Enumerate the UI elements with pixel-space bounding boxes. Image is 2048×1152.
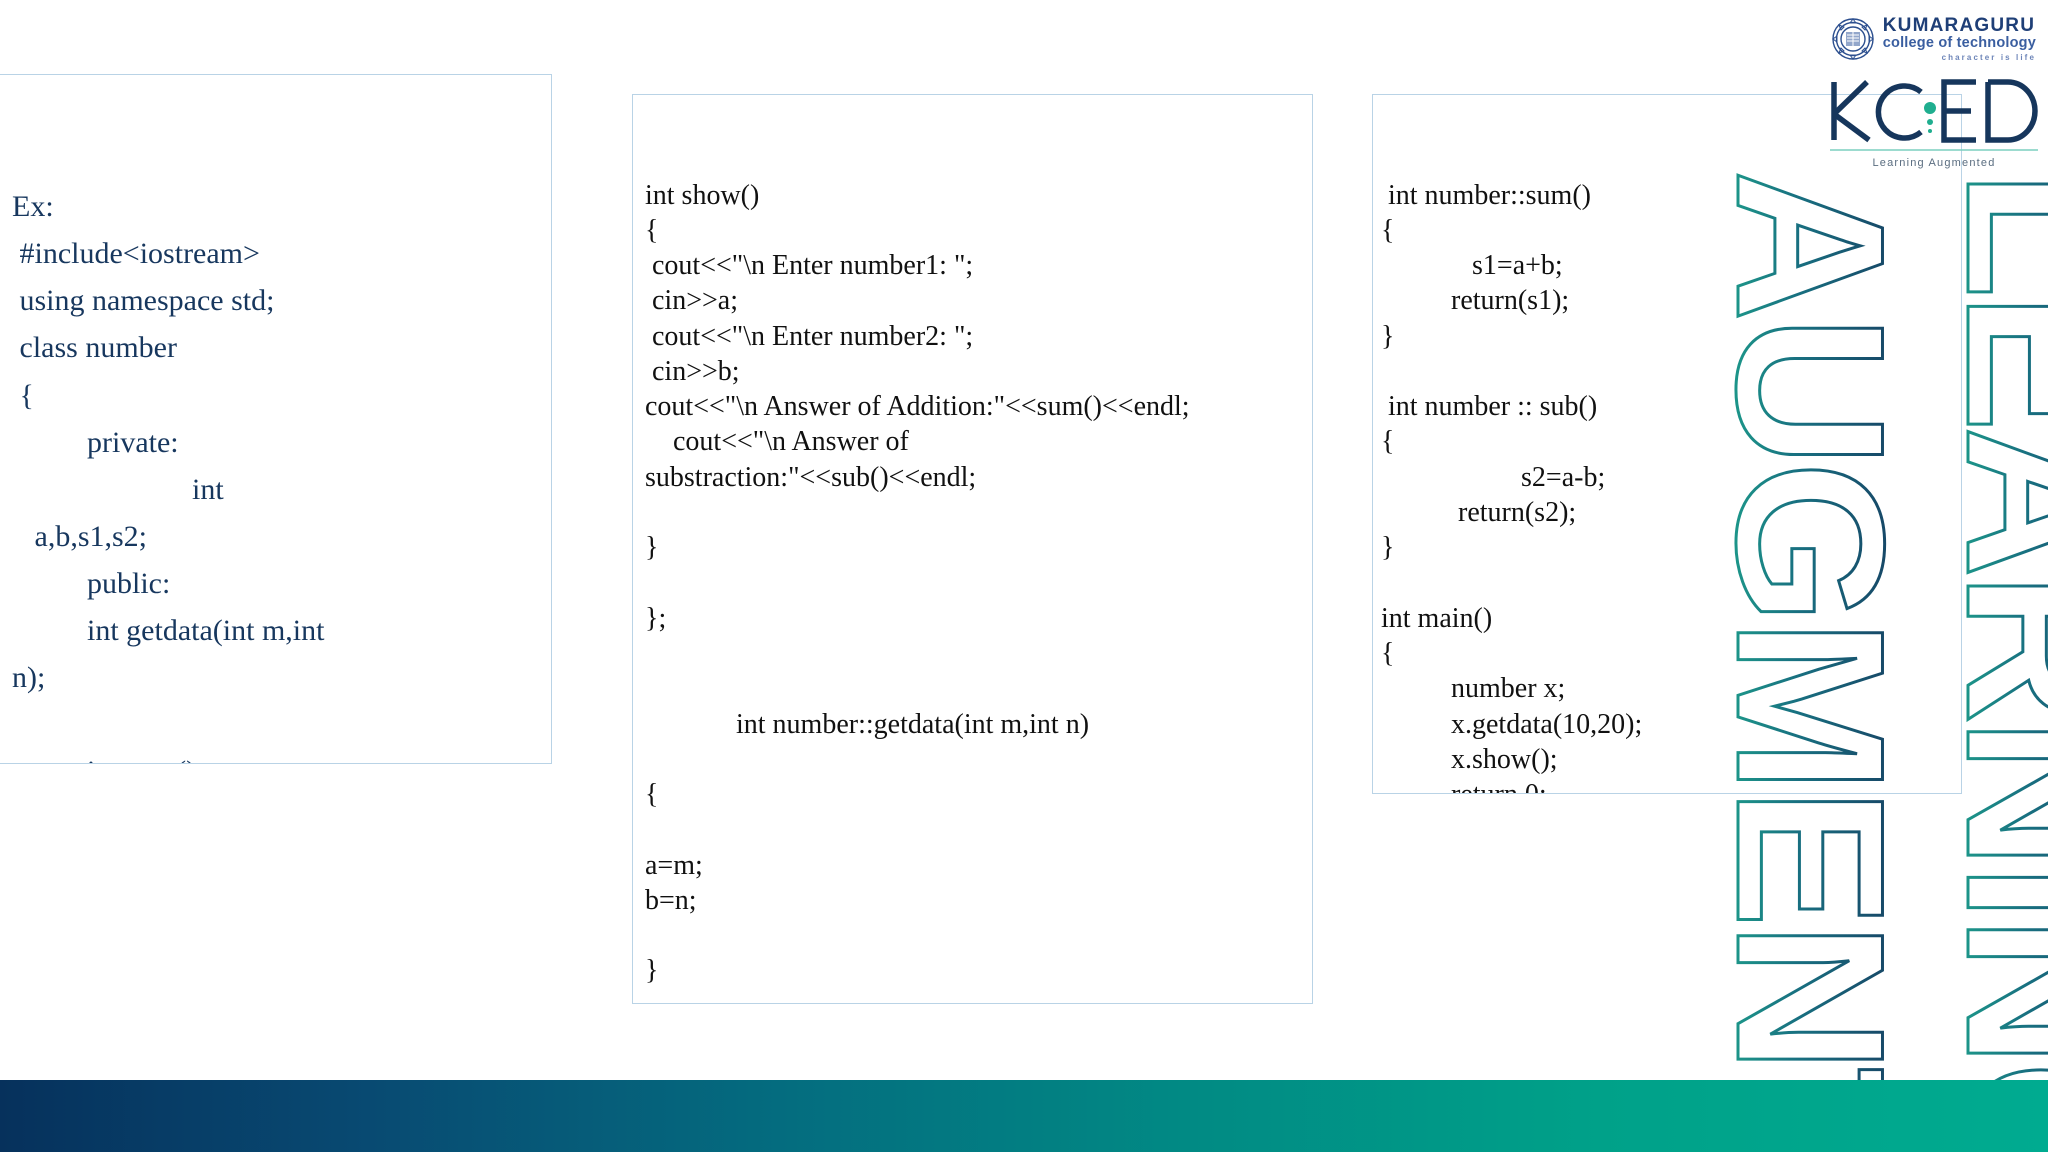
kced-logo: Learning Augmented <box>1824 74 2044 170</box>
footer-gradient-bar <box>0 1080 2048 1152</box>
kumaraguru-wordmark: KUMARAGURU college of technology charact… <box>1883 16 2036 62</box>
kct-tagline: character is life <box>1941 52 2036 62</box>
kct-subtitle: college of technology <box>1882 35 2036 51</box>
code-panel-sum-sub-main[interactable]: int number::sum() { s1=a+b; return(s1); … <box>1372 94 1962 794</box>
kct-name: KUMARAGURU <box>1882 15 2036 36</box>
kced-tagline: Learning Augmented <box>1872 157 1995 169</box>
code-text: Ex: #include<iostream> using namespace s… <box>12 190 325 763</box>
college-seal-icon <box>1831 17 1875 61</box>
kced-dot-icon <box>1924 102 1936 114</box>
code-text: int number::sum() { s1=a+b; return(s1); … <box>1381 179 1643 793</box>
code-panel-class-declaration[interactable]: Ex: #include<iostream> using namespace s… <box>0 74 552 764</box>
code-text: int show() { cout<<"\n Enter number1: ";… <box>645 179 1190 987</box>
kumaraguru-logo: KUMARAGURU college of technology charact… <box>1831 16 2036 62</box>
code-panel-show-and-getdata[interactable]: int show() { cout<<"\n Enter number1: ";… <box>632 94 1313 1004</box>
